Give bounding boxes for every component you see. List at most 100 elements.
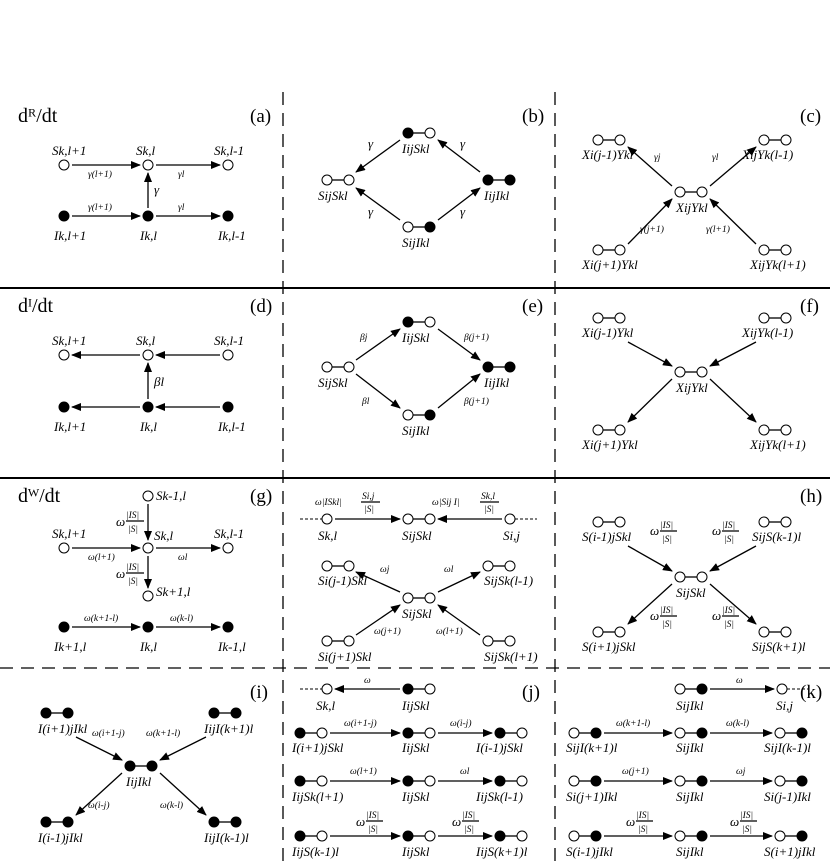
panel-k: SijIkl Si,j ω SijI(k+1)l SijIkl SijI(k-1… (566, 676, 816, 859)
node-label: SijS(k-1)l (752, 529, 801, 544)
node-label: Si,j (503, 528, 520, 543)
rate-label: β(j+1) (463, 332, 489, 343)
panel-label-j: (j) (522, 682, 540, 703)
node-label: Sk,l (136, 143, 156, 158)
arrow (437, 187, 481, 221)
node-label: I(i-1)jSkl (475, 740, 523, 755)
node-label: XijYk(l-1) (741, 325, 793, 340)
arrow (355, 139, 401, 173)
rate-label: ω (116, 514, 125, 529)
node-label: SijIkl (676, 740, 704, 755)
node-label: IijSkl (401, 789, 430, 804)
rate-label: |S| (128, 577, 138, 587)
panel-label-k: (k) (800, 682, 822, 703)
rate-label: ω(i-j) (88, 800, 109, 811)
rate-label: γ (154, 182, 160, 197)
node-label: IijSk(l-1) (475, 789, 523, 804)
panel-label-i: (i) (250, 682, 268, 703)
rate-label: |IS| (660, 606, 673, 616)
panel-label-h: (h) (800, 486, 822, 507)
rate-label: |IS| (722, 606, 735, 616)
arrow (627, 146, 673, 187)
arrow (355, 187, 401, 221)
node-label: Ik,l+1 (53, 419, 86, 434)
node-label: I(i-1)jIkl (37, 830, 83, 845)
rate-label: γj (654, 153, 661, 163)
rate-label: βl (361, 397, 370, 407)
rate-label: ω (452, 814, 461, 829)
rate-label: ω(j+1) (374, 626, 401, 637)
node-label: Xi(j-1)Ykl (581, 325, 634, 340)
node-label: Ik,l-1 (217, 419, 246, 434)
rate-label: ωl (444, 565, 454, 575)
node-label: XijYk(l-1) (741, 147, 793, 162)
node-label: Ik,l+1 (53, 228, 86, 243)
node-label: Ik,l (139, 639, 157, 654)
node-label: Sk,l (316, 698, 336, 713)
node-label: Ik-1,l (217, 639, 246, 654)
rate-label: ω (364, 676, 371, 686)
panel-b: IijSkl SijSkl IijIkl SijIkl γ γ γ γ (318, 127, 516, 250)
node-label: Xi(j+1)Ykl (581, 257, 638, 272)
panel-j: Sk,l IijSkl ω I(i+1)jSkl IijSkl I(i-1)jS… (291, 676, 528, 859)
node-label: SijIkl (676, 789, 704, 804)
node-label: Sk,l+1 (52, 333, 86, 348)
node-label: SijIkl (676, 698, 704, 713)
node-label: IijS(k+1)l (475, 844, 528, 859)
node-label: IijS(k-1)l (291, 844, 339, 859)
node-label: Sk-1,l (156, 488, 186, 503)
panel-label-e: (e) (522, 296, 543, 317)
node-label: SijIkl (402, 423, 430, 438)
rate-label: |S| (464, 825, 474, 835)
node-label: S(i+1)jIkl (764, 844, 816, 859)
node-label: Sk,l (154, 528, 174, 543)
rate-label: |S| (742, 825, 752, 835)
arrow (437, 139, 481, 173)
node-label: SijIkl (402, 235, 430, 250)
node-label: IijSkl (401, 330, 430, 345)
rate-label: ω (356, 814, 365, 829)
rate-label: γ (368, 136, 374, 151)
rate-label: ωl (460, 767, 470, 777)
rate-label: γ (460, 204, 466, 219)
node-label: SijIkl (676, 844, 704, 859)
node-label: Sk,l (136, 333, 156, 348)
node-label: Si(j-1)Skl (318, 573, 367, 588)
node-label: S(i-1)jIkl (566, 844, 613, 859)
row-label-infection: dᴵ/dt (18, 295, 54, 317)
rate-label: ω (626, 814, 635, 829)
rate-label: |IS| (126, 563, 139, 573)
node-single-susceptible (58, 159, 70, 171)
node-label: Sk,l-1 (214, 526, 244, 541)
rate-label: γ(l+1) (88, 169, 112, 180)
rate-label: |IS| (636, 811, 649, 821)
rate-label: ω|ISkl| (315, 498, 342, 508)
node-label: IijI(k+1)l (203, 721, 254, 736)
node-label: Xi(j+1)Ykl (581, 437, 638, 452)
node-label: I(i+1)jIkl (37, 721, 88, 736)
row-label-rewiring: dᵂ/dt (18, 485, 61, 507)
node-label: SijI(k+1)l (566, 740, 618, 755)
rate-label: γ(j+1) (640, 224, 664, 235)
rate-label: ω (650, 608, 659, 623)
rate-label: |IS| (740, 811, 753, 821)
node-label: S(i-1)jSkl (582, 529, 631, 544)
node-label: Sk,l+1 (52, 143, 86, 158)
rate-label: ω(l+1) (350, 766, 377, 777)
node-label: Si(j-1)Ikl (764, 789, 811, 804)
rate-label: βl (153, 374, 164, 389)
panel-e: IijSkl SijSkl IijIkl SijIkl βj β(j+1) βl… (318, 316, 516, 438)
rate-label: |S| (662, 620, 672, 630)
panel-label-c: (c) (800, 106, 821, 127)
rate-label: |IS| (126, 511, 139, 521)
node-label: IijSkl (401, 740, 430, 755)
rate-label: ω|Sij I| (432, 498, 460, 508)
rate-label: Sk,l (481, 492, 495, 502)
node-label: IijSk(l+1) (291, 789, 343, 804)
rate-label: ω (650, 523, 659, 538)
node-label: SijSkl (318, 188, 348, 203)
node-label: Sk,l-1 (214, 333, 244, 348)
rate-label: β(j+1) (463, 396, 489, 407)
node-single-infected (142, 210, 154, 222)
panel-g: Sk,l+1 Sk,l Sk,l-1 Sk-1,l Sk+1,l Ik+1,l … (52, 488, 246, 654)
